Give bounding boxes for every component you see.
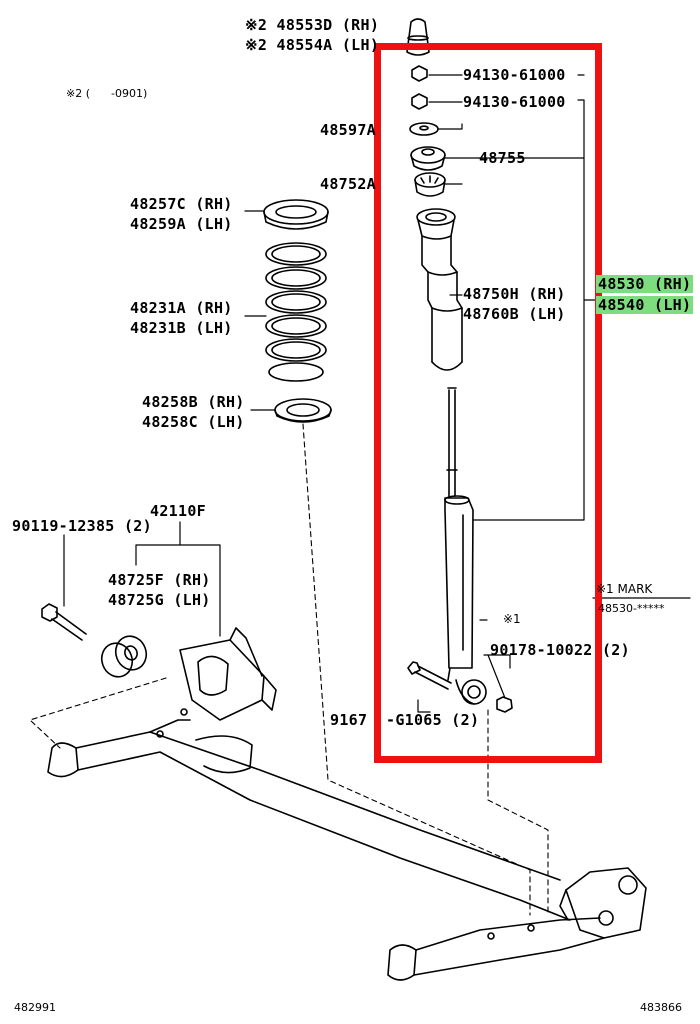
- dashed-assembly-lines: [29, 423, 549, 916]
- label-top-bumper-rh: ※2 48553D (RH): [245, 16, 380, 34]
- upper-mount-part: [410, 146, 446, 171]
- leader-lines: [63, 74, 691, 713]
- label-beam: 42110F: [150, 502, 206, 520]
- label-lower-nut: 90178-10022 (2): [490, 641, 630, 659]
- label-coil-lh: 48231B (LH): [130, 319, 233, 337]
- note-range: ※2 ( -0901): [66, 87, 148, 100]
- absorber-rh-text: 48530 (RH): [596, 275, 694, 293]
- label-nut-2: 94130-61000: [463, 93, 566, 111]
- mark-value: 48530-*****: [598, 602, 665, 615]
- label-absorber-rh: 48530 (RH): [596, 275, 694, 293]
- label-lower-seat-rh: 48258B (RH): [142, 393, 245, 411]
- label-coil-rh: 48231A (RH): [130, 299, 233, 317]
- absorber-lh-text: 48540 (LH): [596, 296, 694, 314]
- label-top-bumper-lh: ※2 48554A (LH): [245, 36, 380, 54]
- label-boot-lh: 48760B (LH): [463, 305, 566, 323]
- upper-spring-seat-part: [263, 199, 329, 230]
- coil-spring-part: [265, 242, 327, 382]
- dust-boot-part: [416, 208, 463, 371]
- label-lower-seat-lh: 48258C (LH): [142, 413, 245, 431]
- mark-reference: ※1: [503, 612, 521, 626]
- label-mount-cushion: 48752A: [320, 175, 376, 193]
- label-washer: 48597A: [320, 121, 376, 139]
- label-nut-1: 94130-61000: [463, 66, 566, 84]
- figure-id-right: 483866: [640, 1001, 682, 1014]
- bushing-part: [100, 635, 148, 678]
- beam-bolt-part: [41, 603, 87, 641]
- label-bush-rh: 48725F (RH): [108, 571, 211, 589]
- highlight-frame: [374, 43, 602, 763]
- label-upper-seat-lh: 48259A (LH): [130, 215, 233, 233]
- lower-nut-part: [496, 696, 513, 713]
- label-boot-rh: 48750H (RH): [463, 285, 566, 303]
- label-beam-bolt: 90119-12385 (2): [12, 517, 152, 535]
- nut-part: [411, 65, 428, 110]
- figure-id-left: 482991: [14, 1001, 56, 1014]
- torsion-beam-part: [47, 627, 647, 981]
- label-absorber-lh: 48540 (LH): [596, 296, 694, 314]
- label-mount: 48755: [479, 149, 526, 167]
- mount-cushion-part: [414, 172, 446, 197]
- label-bush-lh: 48725G (LH): [108, 591, 211, 609]
- mark-title: ※1 MARK: [596, 582, 653, 596]
- lower-spring-seat-part: [274, 398, 332, 423]
- shock-absorber-part: [444, 387, 487, 705]
- label-lower-bolt: 9167 -G1065 (2): [330, 711, 480, 729]
- lower-bolt-part: [407, 661, 452, 690]
- label-upper-seat-rh: 48257C (RH): [130, 195, 233, 213]
